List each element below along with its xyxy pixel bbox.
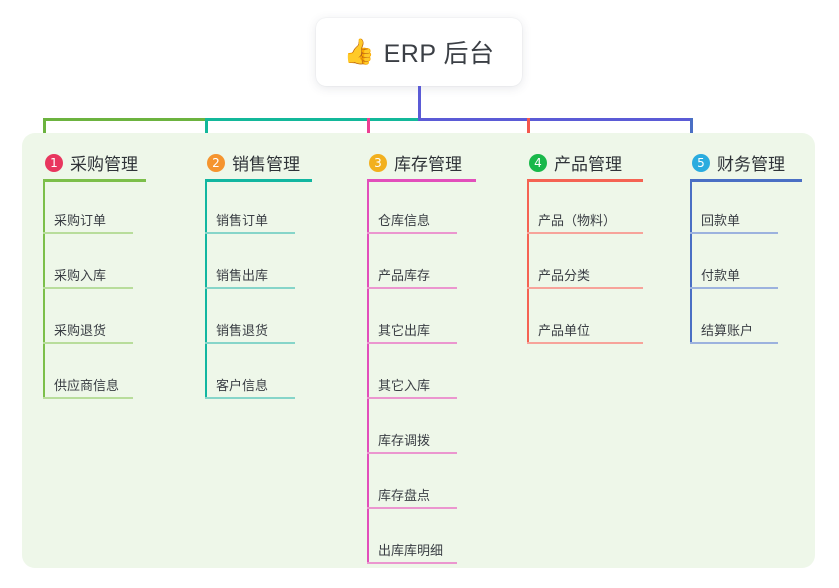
column-header-2[interactable]: 2 销售管理 [207,150,300,175]
leaf-underline [527,342,643,344]
thumbs-up-icon: 👍 [343,37,375,66]
bus-segment-right [418,118,693,121]
leaf-label: 产品库存 [378,268,431,283]
leaf-item[interactable]: 库存盘点 [367,477,457,509]
column-trunk-line-1 [43,182,45,399]
leaf-label: 客户信息 [216,378,269,393]
column-title-2: 销售管理 [232,155,300,174]
leaf-item[interactable]: 产品库存 [367,257,457,289]
leaf-item[interactable]: 库存调拨 [367,422,457,454]
leaf-underline [367,342,457,344]
leaf-underline [43,342,133,344]
leaf-item[interactable]: 其它入库 [367,367,457,399]
bus-segment-mid [205,118,421,121]
column-underline-1 [43,179,146,182]
leaf-label: 其它出库 [378,323,431,338]
leaf-item[interactable]: 采购退货 [43,312,133,344]
column-trunk-line-2 [205,182,207,399]
leaf-item[interactable]: 采购入库 [43,257,133,289]
root-stem-line [418,86,421,121]
leaf-label: 销售退货 [216,323,269,338]
leaf-label: 产品（物料） [538,213,617,228]
leaf-label: 库存调拨 [378,433,431,448]
column-header-3[interactable]: 3 库存管理 [369,150,462,175]
leaf-label: 付款单 [701,268,741,283]
leaf-item[interactable]: 客户信息 [205,367,295,399]
leaf-item[interactable]: 产品单位 [527,312,643,344]
column-title-4: 产品管理 [554,155,622,174]
column-title-5: 财务管理 [717,155,785,174]
root-title: ERP 后台 [383,40,495,68]
leaf-underline [43,287,133,289]
column-header-1[interactable]: 1 采购管理 [45,150,138,175]
leaf-item[interactable]: 产品（物料） [527,202,643,234]
leaf-underline [690,287,778,289]
column-underline-5 [690,179,802,182]
leaf-underline [205,287,295,289]
column-trunk-line-3 [367,182,369,564]
leaf-label: 销售出库 [216,268,269,283]
column-header-4[interactable]: 4 产品管理 [529,150,622,175]
leaf-underline [367,232,457,234]
leaf-label: 采购订单 [54,213,107,228]
branch-panel [22,133,815,568]
column-badge-4: 4 [529,153,547,172]
leaf-underline [367,287,457,289]
leaf-label: 采购入库 [54,268,107,283]
column-underline-4 [527,179,643,182]
column-title-3: 库存管理 [394,155,462,174]
leaf-label: 采购退货 [54,323,107,338]
leaf-underline [690,342,778,344]
leaf-underline [367,562,457,564]
leaf-underline [367,452,457,454]
column-badge-1: 1 [45,153,63,172]
column-badge-5: 5 [692,153,710,172]
leaf-label: 库存盘点 [378,488,431,503]
column-trunk-line-5 [690,182,692,344]
leaf-underline [205,342,295,344]
column-header-5[interactable]: 5 财务管理 [692,150,785,175]
leaf-label: 结算账户 [701,323,754,338]
leaf-label: 其它入库 [378,378,431,393]
leaf-underline [367,507,457,509]
leaf-item[interactable]: 其它出库 [367,312,457,344]
leaf-label: 出库库明细 [378,543,444,558]
leaf-item[interactable]: 回款单 [690,202,778,234]
column-underline-3 [367,179,476,182]
leaf-label: 产品分类 [538,268,591,283]
root-node[interactable]: 👍 ERP 后台 [316,18,522,86]
leaf-underline [367,397,457,399]
leaf-label: 回款单 [701,213,741,228]
bus-segment-left [43,118,208,121]
leaf-underline [205,397,295,399]
column-title-1: 采购管理 [70,155,138,174]
leaf-label: 仓库信息 [378,213,431,228]
leaf-underline [527,287,643,289]
leaf-item[interactable]: 出库库明细 [367,532,457,564]
leaf-item[interactable]: 销售退货 [205,312,295,344]
leaf-item[interactable]: 仓库信息 [367,202,457,234]
leaf-item[interactable]: 结算账户 [690,312,778,344]
leaf-label: 销售订单 [216,213,269,228]
column-badge-2: 2 [207,153,225,172]
leaf-item[interactable]: 产品分类 [527,257,643,289]
leaf-underline [527,232,643,234]
leaf-underline [43,232,133,234]
leaf-item[interactable]: 供应商信息 [43,367,133,399]
leaf-underline [43,397,133,399]
leaf-item[interactable]: 销售订单 [205,202,295,234]
leaf-underline [205,232,295,234]
leaf-underline [690,232,778,234]
column-underline-2 [205,179,312,182]
column-badge-3: 3 [369,153,387,172]
column-trunk-line-4 [527,182,529,344]
leaf-label: 供应商信息 [54,378,120,393]
leaf-label: 产品单位 [538,323,591,338]
leaf-item[interactable]: 销售出库 [205,257,295,289]
leaf-item[interactable]: 采购订单 [43,202,133,234]
leaf-item[interactable]: 付款单 [690,257,778,289]
